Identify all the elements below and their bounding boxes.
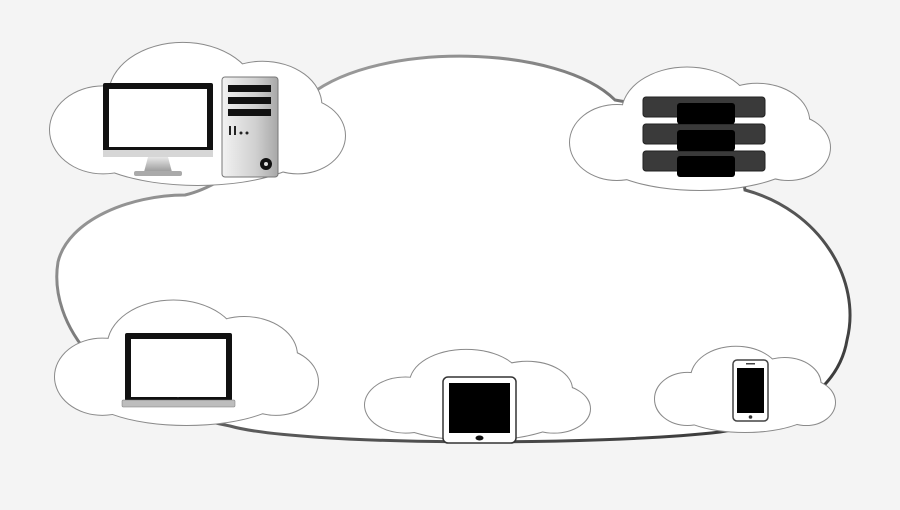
desktop-monitor-icon: [103, 83, 213, 176]
tablet-icon: [442, 376, 517, 444]
laptop-icon: [121, 333, 236, 408]
server-icon: [642, 96, 766, 177]
tower-case-icon: [221, 76, 279, 178]
smartphone-icon: [732, 359, 769, 422]
